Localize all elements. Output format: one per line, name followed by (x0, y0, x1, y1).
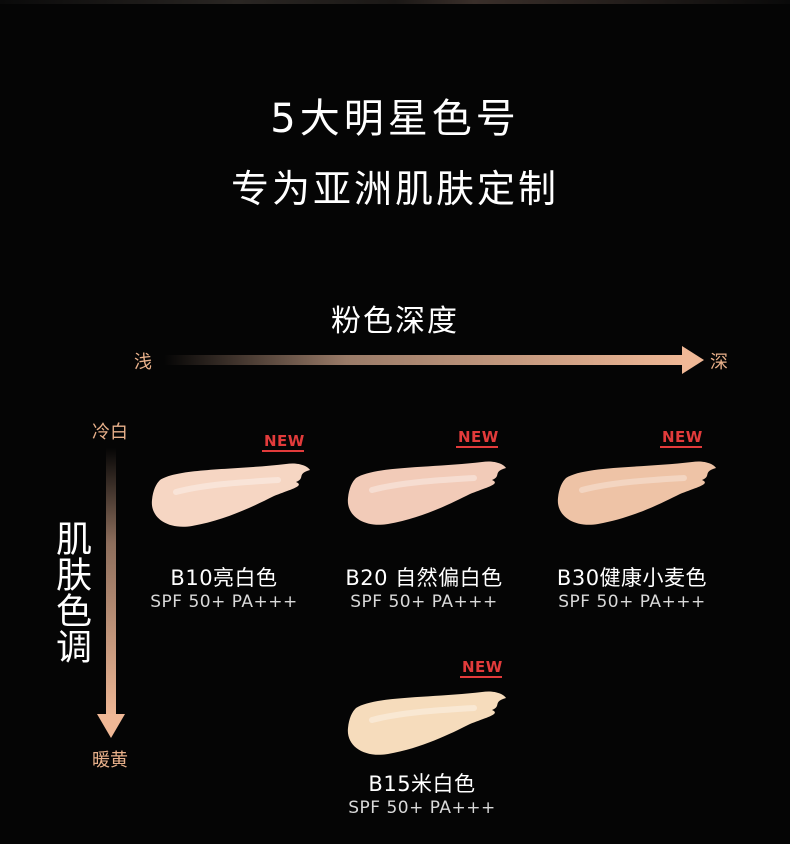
shade-spf-b10: SPF 50+ PA+++ (150, 592, 298, 612)
shade-name-b30: B30健康小麦色 (556, 566, 708, 590)
shade-name-b20: B20 自然偏白色 (345, 566, 503, 590)
axis-x-left-label: 浅 (134, 352, 152, 373)
swatch-b30 (557, 461, 716, 525)
horizontal-gradient-arrow (164, 346, 704, 374)
new-badge-b20: NEW (458, 428, 499, 446)
shade-name-b15: B15米白色 (368, 772, 476, 796)
shade-name-b10: B10亮白色 (170, 566, 278, 590)
swatch-b10 (151, 463, 310, 527)
axis-x-title: 粉色深度 (331, 304, 459, 339)
new-badge-b15: NEW (462, 658, 503, 676)
vertical-gradient-arrow (97, 448, 125, 738)
axis-y-title: 肌肤色调 (50, 520, 91, 664)
axis-y-top-label: 冷白 (92, 422, 128, 443)
axis-x-right-label: 深 (710, 352, 728, 373)
new-underline-b10 (262, 450, 304, 452)
new-underline-b15 (460, 676, 502, 678)
top-decor-strip (0, 0, 790, 4)
headline-line-1: 5大明星色号 (270, 96, 520, 142)
new-badge-b10: NEW (264, 432, 305, 450)
shade-spf-b15: SPF 50+ PA+++ (348, 798, 496, 818)
headline-line-2: 专为亚洲肌肤定制 (230, 167, 559, 211)
new-underline-b30 (660, 446, 702, 448)
axis-y-bottom-label: 暖黄 (92, 750, 128, 771)
shade-spf-b30: SPF 50+ PA+++ (558, 592, 706, 612)
shade-spf-b20: SPF 50+ PA+++ (350, 592, 498, 612)
new-underline-b20 (456, 446, 498, 448)
new-badge-b30: NEW (662, 428, 703, 446)
swatch-b15 (347, 691, 506, 755)
swatch-b20 (347, 461, 506, 525)
